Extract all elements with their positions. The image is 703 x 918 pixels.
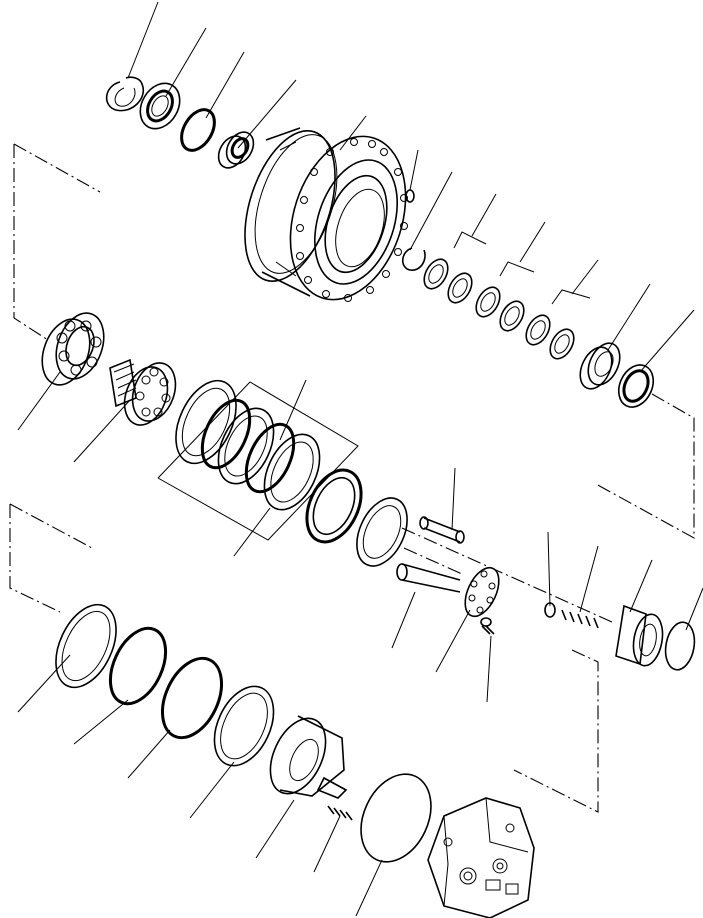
valve-cover [427,797,535,918]
bearing-right [579,342,621,390]
lock-nut [617,364,655,408]
plug [405,189,415,203]
leader-lines [17,1,703,917]
piston [615,604,664,667]
spring [561,609,599,629]
retaining-ring [401,247,426,271]
retainer-plate [464,566,500,618]
main-bearing [41,312,105,386]
spring-small [327,805,353,821]
snap-ring-top [105,76,145,112]
o-ring-large-2 [160,656,224,740]
ball [544,602,556,618]
shim-large [55,603,117,689]
bearing-small [217,131,255,169]
cap [664,621,696,671]
shim-large-2 [213,685,275,767]
cylinder-shaft [109,358,177,426]
oil-seal [139,82,181,130]
o-ring-top [180,108,216,152]
pin [419,516,465,544]
center-lines [9,143,695,813]
clutch-plates [157,379,408,567]
screw [480,617,495,635]
brake-piston [269,715,348,799]
o-ring-large-1 [108,626,168,706]
motor-housing [244,127,408,302]
seal-ring-set [423,258,575,360]
o-ring-bottom [360,773,432,863]
piston-rod [396,563,461,593]
